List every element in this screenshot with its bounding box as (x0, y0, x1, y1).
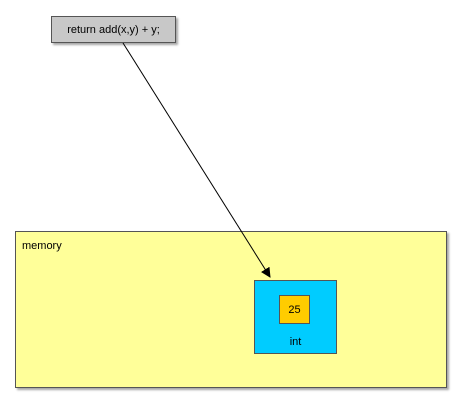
variable-box: 25 int (254, 280, 337, 354)
memory-area: memory 25 int (15, 231, 447, 388)
memory-label: memory (22, 240, 62, 252)
code-statement-text: return add(x,y) + y; (67, 23, 160, 36)
value-text: 25 (288, 303, 301, 316)
code-statement-box: return add(x,y) + y; (51, 16, 176, 43)
value-box: 25 (279, 295, 310, 324)
type-label: int (289, 336, 302, 348)
